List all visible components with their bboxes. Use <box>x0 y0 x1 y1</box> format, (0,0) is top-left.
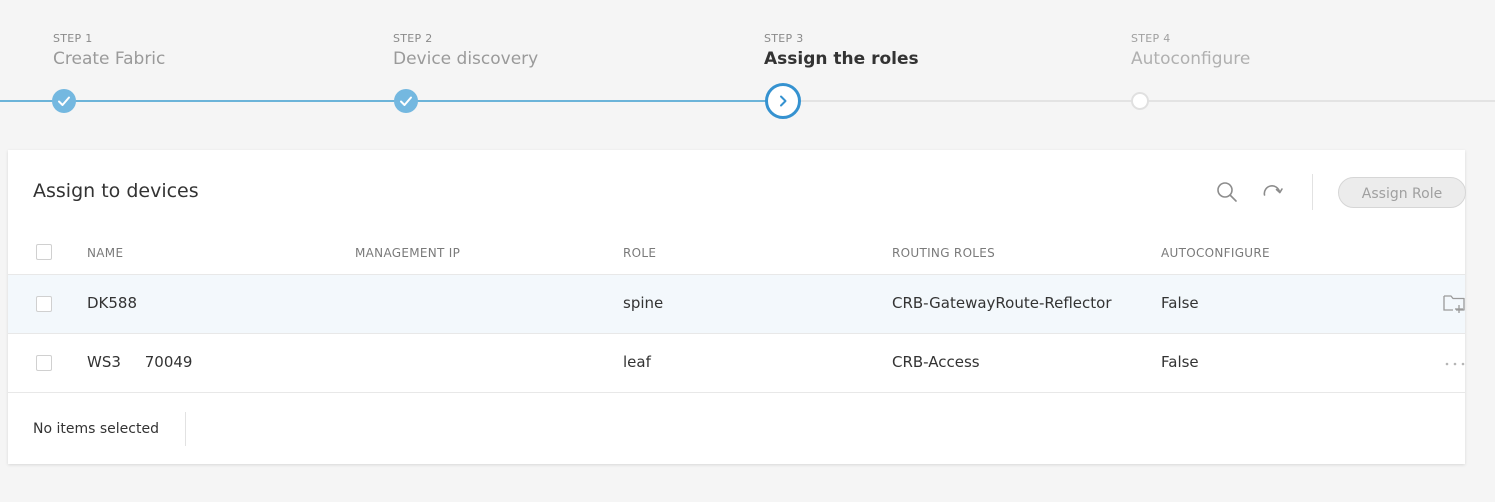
step-3-chevron-right-icon[interactable] <box>765 83 801 119</box>
step-4-circle-icon[interactable] <box>1131 92 1149 110</box>
routing-roles: CRB-GatewayRoute-Reflector <box>892 294 1112 312</box>
progress-track-complete <box>0 100 782 102</box>
footer-divider <box>185 412 186 446</box>
device-name: WS3 70049 <box>87 353 193 371</box>
device-role: leaf <box>623 353 651 371</box>
table-row[interactable]: DK588 spine CRB-GatewayRoute-Reflector F… <box>8 275 1465 333</box>
stepper: STEP 1 Create Fabric STEP 2 Device disco… <box>0 0 1495 150</box>
step-4[interactable]: STEP 4 Autoconfigure <box>1131 32 1250 69</box>
step-title: Create Fabric <box>53 49 166 69</box>
column-header-autoconfigure[interactable]: AUTOCONFIGURE <box>1161 246 1270 260</box>
step-number: STEP 3 <box>764 32 804 45</box>
step-3[interactable]: STEP 3 Assign the roles <box>764 32 919 69</box>
row-divider <box>8 333 1465 334</box>
more-icon[interactable] <box>1444 354 1466 373</box>
step-title: Device discovery <box>393 49 539 69</box>
search-icon[interactable] <box>1215 180 1239 204</box>
step-1[interactable]: STEP 1 Create Fabric <box>53 32 165 69</box>
step-title: Assign the roles <box>764 49 919 69</box>
column-header-management-ip[interactable]: MANAGEMENT IP <box>355 246 461 260</box>
step-number: STEP 2 <box>393 32 433 45</box>
step-2-check-icon[interactable] <box>394 89 418 113</box>
column-header-name[interactable]: NAME <box>87 246 124 260</box>
autoconfigure-value: False <box>1161 353 1199 371</box>
column-header-routing-roles[interactable]: ROUTING ROLES <box>892 246 996 260</box>
selection-status: No items selected <box>33 421 159 437</box>
row-checkbox[interactable] <box>36 296 52 312</box>
header-divider <box>8 274 1465 275</box>
toolbar-divider <box>1312 174 1313 210</box>
panel-title: Assign to devices <box>33 180 199 202</box>
step-number: STEP 1 <box>53 32 93 45</box>
step-1-check-icon[interactable] <box>52 89 76 113</box>
device-role: spine <box>623 294 664 312</box>
assign-devices-panel: Assign to devices Assign Role NAME MANAG… <box>8 150 1466 464</box>
table-row[interactable]: WS3 70049 leaf CRB-Access False <box>8 334 1465 392</box>
device-name: DK588 <box>87 294 138 312</box>
step-number: STEP 4 <box>1131 32 1171 45</box>
add-folder-icon[interactable] <box>1442 291 1466 319</box>
autoconfigure-value: False <box>1161 294 1199 312</box>
step-title: Autoconfigure <box>1131 49 1251 69</box>
step-2[interactable]: STEP 2 Device discovery <box>393 32 538 69</box>
column-header-role[interactable]: ROLE <box>623 246 657 260</box>
table-bottom-divider <box>8 392 1465 393</box>
assign-role-button[interactable]: Assign Role <box>1338 177 1466 208</box>
row-checkbox[interactable] <box>36 355 52 371</box>
refresh-icon[interactable] <box>1260 180 1284 204</box>
routing-roles: CRB-Access <box>892 353 980 371</box>
select-all-checkbox[interactable] <box>36 244 52 260</box>
